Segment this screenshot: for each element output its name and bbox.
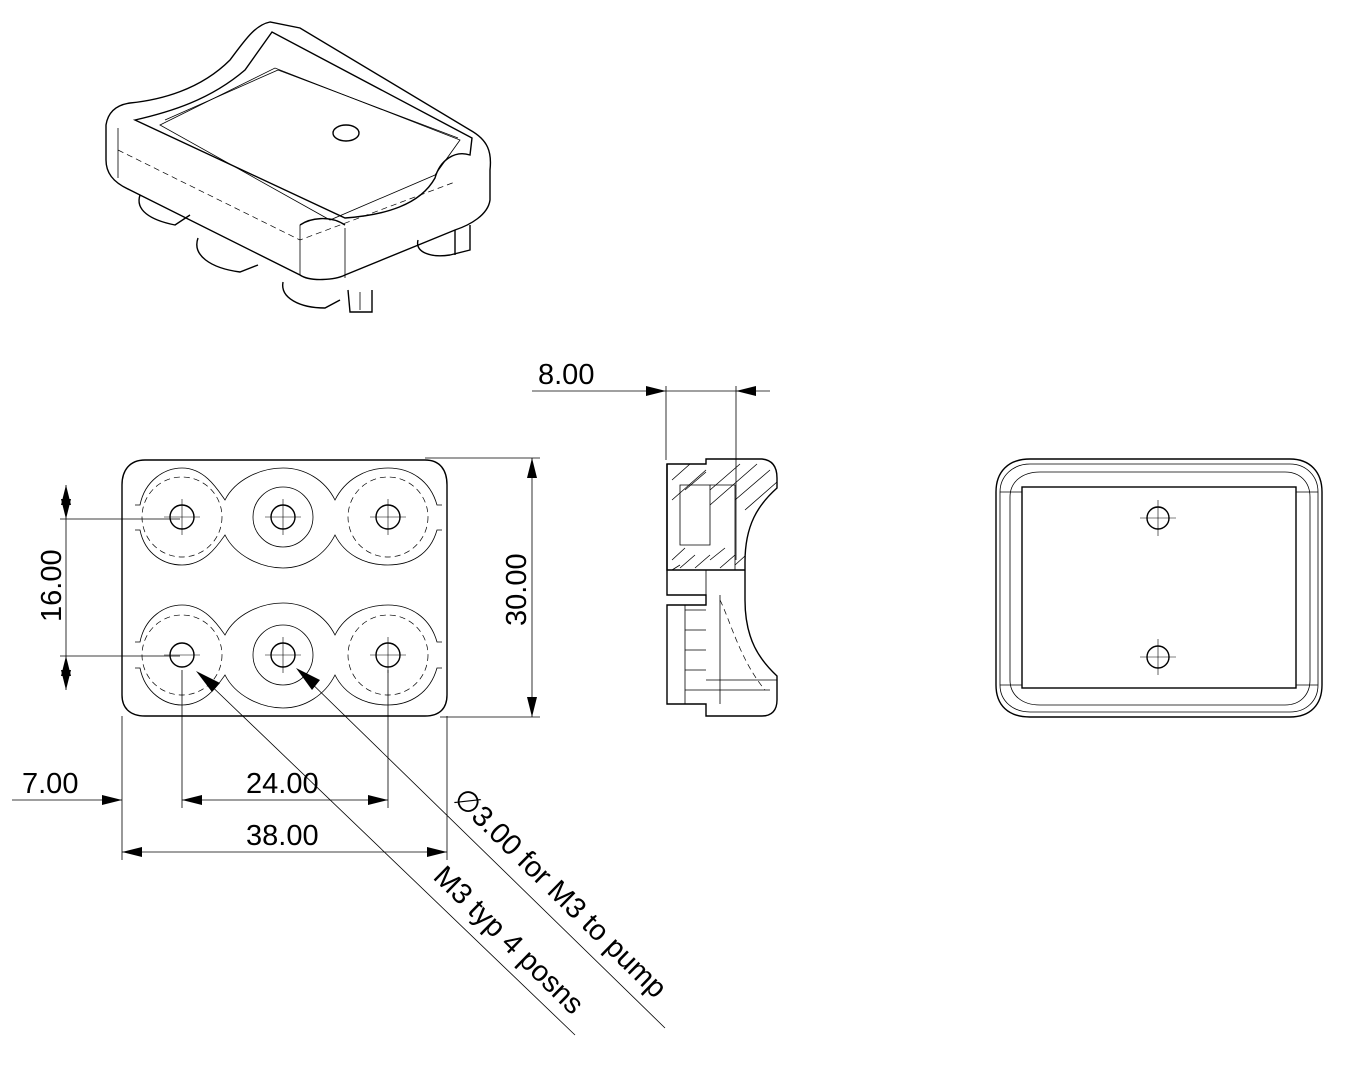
front-dimensions: 16.00 30.00 7.00 24.00 38.00 bbox=[12, 457, 666, 1036]
dim-top-width: 8.00 bbox=[538, 359, 594, 391]
rear-view bbox=[995, 458, 1323, 718]
dim-hole-spacing-x: 24.00 bbox=[246, 768, 319, 800]
side-dimensions: 8.00 bbox=[532, 359, 770, 560]
dim-overall-width: 38.00 bbox=[246, 820, 319, 852]
dim-hole-spacing-y: 16.00 bbox=[36, 549, 68, 622]
front-view bbox=[121, 459, 448, 717]
side-view bbox=[666, 458, 778, 717]
note-pump-hole-text: 3.00 for M3 to pump bbox=[465, 800, 673, 1005]
dim-overall-height: 30.00 bbox=[501, 553, 533, 626]
isometric-view bbox=[105, 21, 492, 313]
dim-edge-offset-x: 7.00 bbox=[22, 768, 78, 800]
